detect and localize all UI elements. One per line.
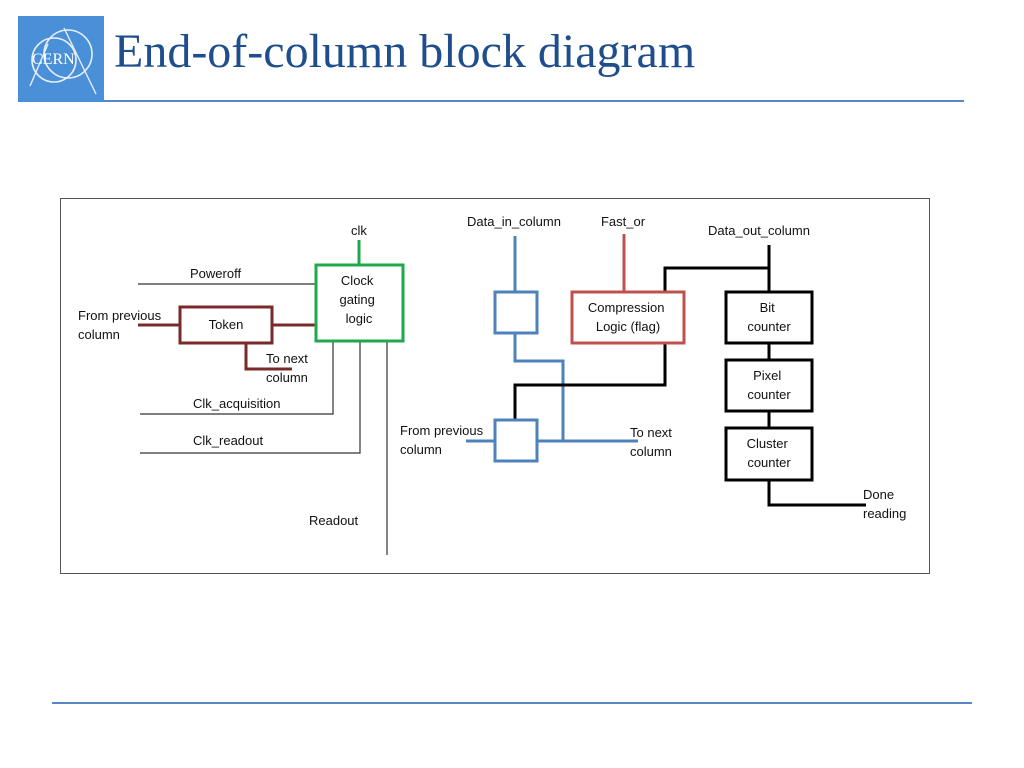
clock-gating-label: Clock gating logic [339,273,378,326]
bit-counter-label: Bit counter [747,300,791,334]
token-label: Token [209,317,244,332]
data-buffer-wire [513,333,565,441]
to-next-column-mid-label: To next column [630,425,676,459]
bit-counter-block [724,290,814,345]
token-out-wire [244,343,292,371]
token-block [178,305,274,345]
to-next-column-left-label: To next column [266,351,312,385]
cluster-counter-label: Cluster counter [747,436,792,470]
from-previous-column-left-label: From previous column [78,308,165,342]
done-reading-wire [767,480,866,507]
data-mux-register [493,418,539,463]
clock-gating-block [314,263,405,343]
clk-label: clk [351,223,367,238]
compression-to-mux-wire [513,343,667,420]
clk-acquisition-wire [140,341,334,415]
title-underline [104,100,964,102]
clock-gating-wires [138,240,388,555]
clk-readout-wire [140,341,361,454]
slide-title: End-of-column block diagram [114,25,696,78]
data-out-column-label: Data_out_column [708,223,810,238]
diagram-frame [60,198,930,574]
done-reading-label: Done reading [863,487,906,521]
data-in-register [493,290,539,335]
logo-text: CERN [32,51,75,68]
data-in-column-label: Data_in_column [467,214,561,229]
pixel-counter-label: Pixel counter [747,368,791,402]
readout-label: Readout [309,513,359,528]
cern-logo: CERN [18,16,104,102]
pixel-counter-block [724,358,814,413]
footer-rule [52,702,972,704]
from-previous-column-mid-label: From previous column [400,423,487,457]
data-path-wires [466,234,866,507]
clk-readout-label: Clk_readout [193,433,263,448]
compression-logic-block [570,290,686,345]
clk-acquisition-label: Clk_acquisition [193,396,280,411]
poweroff-label: Poweroff [190,266,241,281]
data-out-branch-wire [663,266,769,292]
fast-or-label: Fast_or [601,214,646,229]
cluster-counter-block [724,426,814,482]
compression-logic-label: Compression Logic (flag) [588,300,668,334]
